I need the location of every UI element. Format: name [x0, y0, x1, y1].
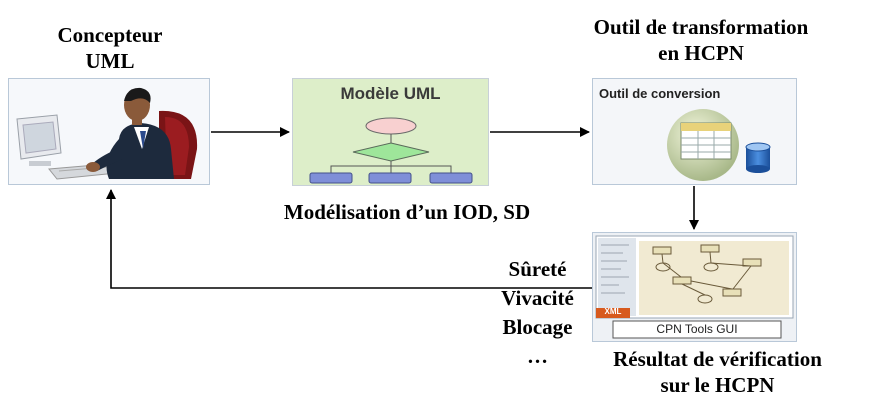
uml-model-panel: Modèle UML	[292, 78, 489, 186]
database-cylinder-icon	[745, 142, 771, 173]
arrow-feedback-to-designer	[106, 189, 592, 289]
property-item: Vivacité	[501, 286, 574, 310]
result-caption-line2: sur le HCPN	[660, 373, 775, 397]
cpn-index-lines	[601, 244, 629, 294]
property-item: Sûreté	[508, 257, 567, 281]
uml-model-caption: Modélisation d’un IOD, SD	[283, 200, 531, 224]
tool-title: Outil de transformation en HCPN	[545, 14, 857, 66]
property-item: …	[527, 344, 548, 368]
designer-illustration	[16, 87, 198, 180]
uml-action-box	[309, 172, 353, 184]
uml-flow-diagram	[309, 117, 473, 184]
conversion-tool-panel: Outil de conversion	[592, 78, 797, 185]
tool-title-line2: en HCPN	[658, 41, 744, 65]
designer-title-line1: Concepteur	[57, 23, 163, 47]
cpn-gui-label: CPN Tools GUI	[656, 322, 738, 336]
businessman-icon	[86, 87, 174, 179]
cpn-net-graph	[652, 244, 762, 304]
table-sheet-icon	[680, 122, 732, 160]
xml-tag-badge	[596, 308, 630, 318]
cpn-tools-screenshot	[595, 235, 794, 339]
uml-action-box	[368, 172, 412, 184]
uml-action-box	[429, 172, 473, 184]
designer-title-line2: UML	[85, 49, 135, 73]
designer-image-panel	[8, 78, 210, 185]
property-item: Blocage	[502, 315, 573, 339]
cpn-gui-label-box	[612, 320, 782, 339]
result-caption: Résultat de vérification sur le HCPN	[565, 346, 870, 398]
conversion-graphic	[667, 109, 771, 181]
properties-list: Sûreté Vivacité Blocage …	[470, 255, 605, 371]
designer-title: Concepteur UML	[25, 22, 195, 74]
tool-title-line1: Outil de transformation	[593, 15, 809, 39]
xml-tag-label: XML	[604, 307, 622, 316]
result-caption-line1: Résultat de vérification	[613, 347, 822, 371]
computer-monitor-icon	[16, 114, 62, 166]
uml-model-header: Modèle UML	[340, 84, 441, 103]
result-panel: XML CPN Tools GUI	[592, 232, 797, 342]
conversion-tool-header: Outil de conversion	[599, 86, 721, 101]
